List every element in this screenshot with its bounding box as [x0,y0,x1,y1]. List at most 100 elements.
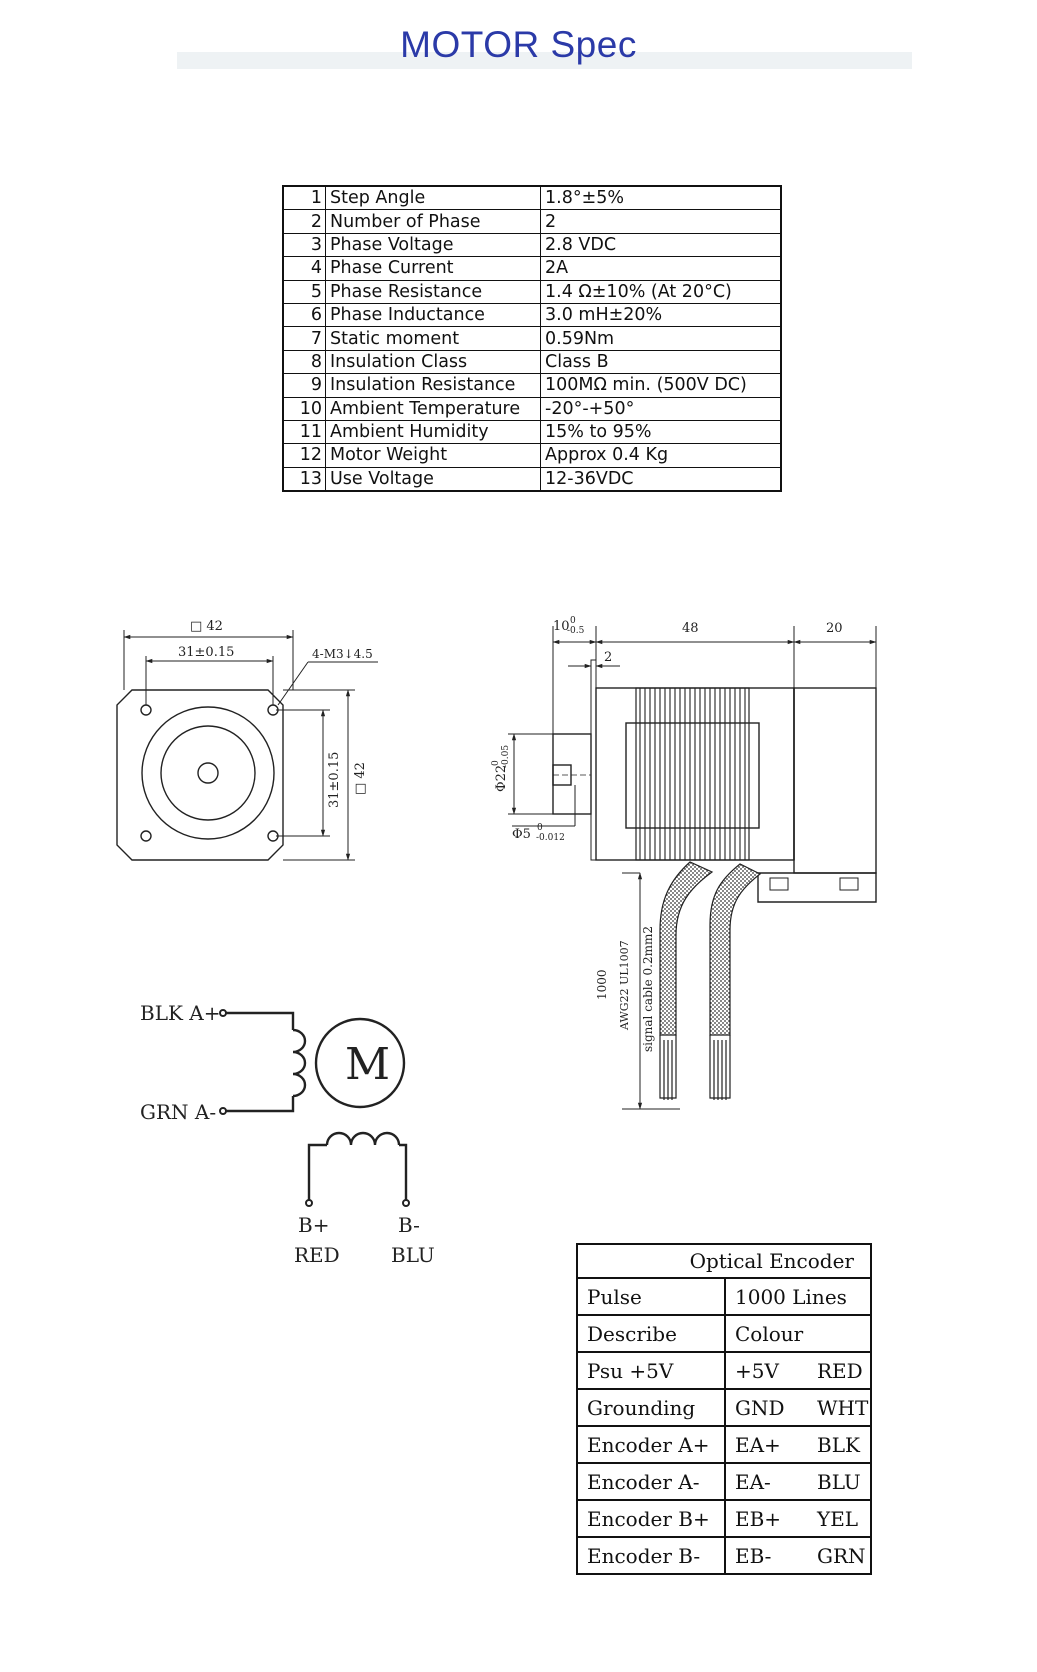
encoder-wire-color: RED [817,1358,863,1383]
spec-row-value: 2 [540,209,782,234]
wire-b-minus-label: B- [398,1213,420,1237]
front-view-drawing [116,630,378,861]
encoder-signal-name: +5V [735,1358,779,1383]
encoder-pulse-label: Pulse [576,1277,726,1316]
encoder-signal-cell: EB- GRN [724,1536,872,1575]
encoder-describe-row: Describe Colour [576,1314,872,1353]
spec-row-parameter: Step Angle [325,185,541,211]
spec-row-parameter: Insulation Class [325,349,541,375]
spec-row-number: 2 [282,209,326,234]
dim-flange-label: 2 [604,650,612,665]
spec-row-parameter: Phase Resistance [325,279,541,304]
encoder-signal-cell: +5V RED [724,1351,872,1390]
encoder-table-title: Optical Encoder [576,1243,872,1279]
title-underline-band [177,52,912,69]
spec-row-value: Class B [540,349,782,375]
spec-row-number: 5 [282,279,326,304]
encoder-signal-label: Grounding [576,1388,726,1427]
wire-b-plus-label: B+ [298,1213,329,1237]
spec-row-number: 11 [282,419,326,445]
dim-boss-tol-lower: -0.5 [567,626,585,636]
spec-row-parameter: Phase Inductance [325,302,541,328]
cable-bundles [659,861,762,1100]
spec-row-parameter: Motor Weight [325,443,541,468]
spec-row-parameter: Static moment [325,326,541,351]
encoder-signal-name: EA+ [735,1432,781,1457]
encoder-signal-name: EB+ [735,1506,782,1531]
dim-boss-dia-label: Φ22 [494,765,509,792]
dim-boss-label: 10 [553,619,570,634]
wire-b-minus-color: BLU [391,1243,435,1267]
encoder-signal-cell: EB+ YEL [724,1499,872,1538]
spec-row-number: 1 [282,185,326,211]
spec-row-number: 4 [282,256,326,281]
encoder-signal-label: Encoder A+ [576,1425,726,1464]
spec-row-number: 12 [282,443,326,468]
spec-row-number: 6 [282,302,326,328]
encoder-signal-name: EA- [735,1469,771,1494]
side-view-drawing [508,626,877,1110]
spec-row-number: 3 [282,232,326,258]
dim-boss-dia-tol-upper: 0 [491,760,501,766]
spec-row-value: Approx 0.4 Kg [540,443,782,468]
encoder-wire-color: BLK [817,1432,860,1457]
spec-row-parameter: Number of Phase [325,209,541,234]
spec-row-number: 7 [282,326,326,351]
spec-row-number: 13 [282,466,326,492]
dim-boss-tol-upper: 0 [570,616,576,626]
encoder-signal-row: Encoder A+ EA+ BLK [576,1425,872,1464]
encoder-colour-label: Colour [724,1314,872,1353]
encoder-signal-row: Grounding GND WHT [576,1388,872,1427]
encoder-signal-row: Encoder A- EA- BLU [576,1462,872,1501]
encoder-signal-label: Encoder A- [576,1462,726,1501]
dim-shaft-tol-lower: -0.012 [536,833,565,843]
spec-row-parameter: Use Voltage [325,466,541,492]
encoder-wire-color: GRN [817,1543,866,1568]
encoder-table-title-row: Optical Encoder [576,1243,872,1279]
dim-top-label: □ 42 [190,619,223,634]
spec-row-value: 2A [540,256,782,281]
spec-row-value: 2.8 VDC [540,232,782,258]
encoder-signal-name: EB- [735,1543,772,1568]
encoder-wire-color: YEL [817,1506,859,1531]
encoder-wire-color: BLU [817,1469,861,1494]
optical-encoder-table: Optical Encoder Pulse 1000 Lines Describ… [576,1243,872,1575]
wiring-diagram [219,1009,410,1207]
spec-row-value: -20°-+50° [540,396,782,421]
encoder-signal-cell: EA- BLU [724,1462,872,1501]
spec-row-value: 15% to 95% [540,419,782,445]
spec-row-number: 10 [282,396,326,421]
hole-callout-label: 4-M3↓4.5 [312,647,373,661]
dim-shaft-dia-label: Φ5 [512,827,531,842]
encoder-signal-row: Encoder B- EB- GRN [576,1536,872,1575]
cable-spec-label: AWG22 UL1007 [618,940,631,1031]
page-title: MOTOR Spec [400,24,637,65]
encoder-signal-cell: GND WHT [724,1388,872,1427]
spec-row-value: 1.4 Ω±10% (At 20°C) [540,279,782,304]
dim-boss-dia-tol-lower: -0.05 [501,745,511,768]
spec-row-parameter: Phase Voltage [325,232,541,258]
spec-row-parameter: Insulation Resistance [325,373,541,398]
encoder-pulse-row: Pulse 1000 Lines [576,1277,872,1316]
encoder-signal-cell: EA+ BLK [724,1425,872,1464]
dim-shaft-tol-upper: 0 [537,823,543,833]
encoder-signal-label: Encoder B- [576,1536,726,1575]
encoder-wire-color: WHT [817,1395,869,1420]
encoder-signal-name: GND [735,1395,785,1420]
dim-body-label: 48 [682,621,699,636]
spec-row-value: 12-36VDC [540,466,782,492]
wire-a-plus-label: BLK A+ [140,1001,220,1025]
